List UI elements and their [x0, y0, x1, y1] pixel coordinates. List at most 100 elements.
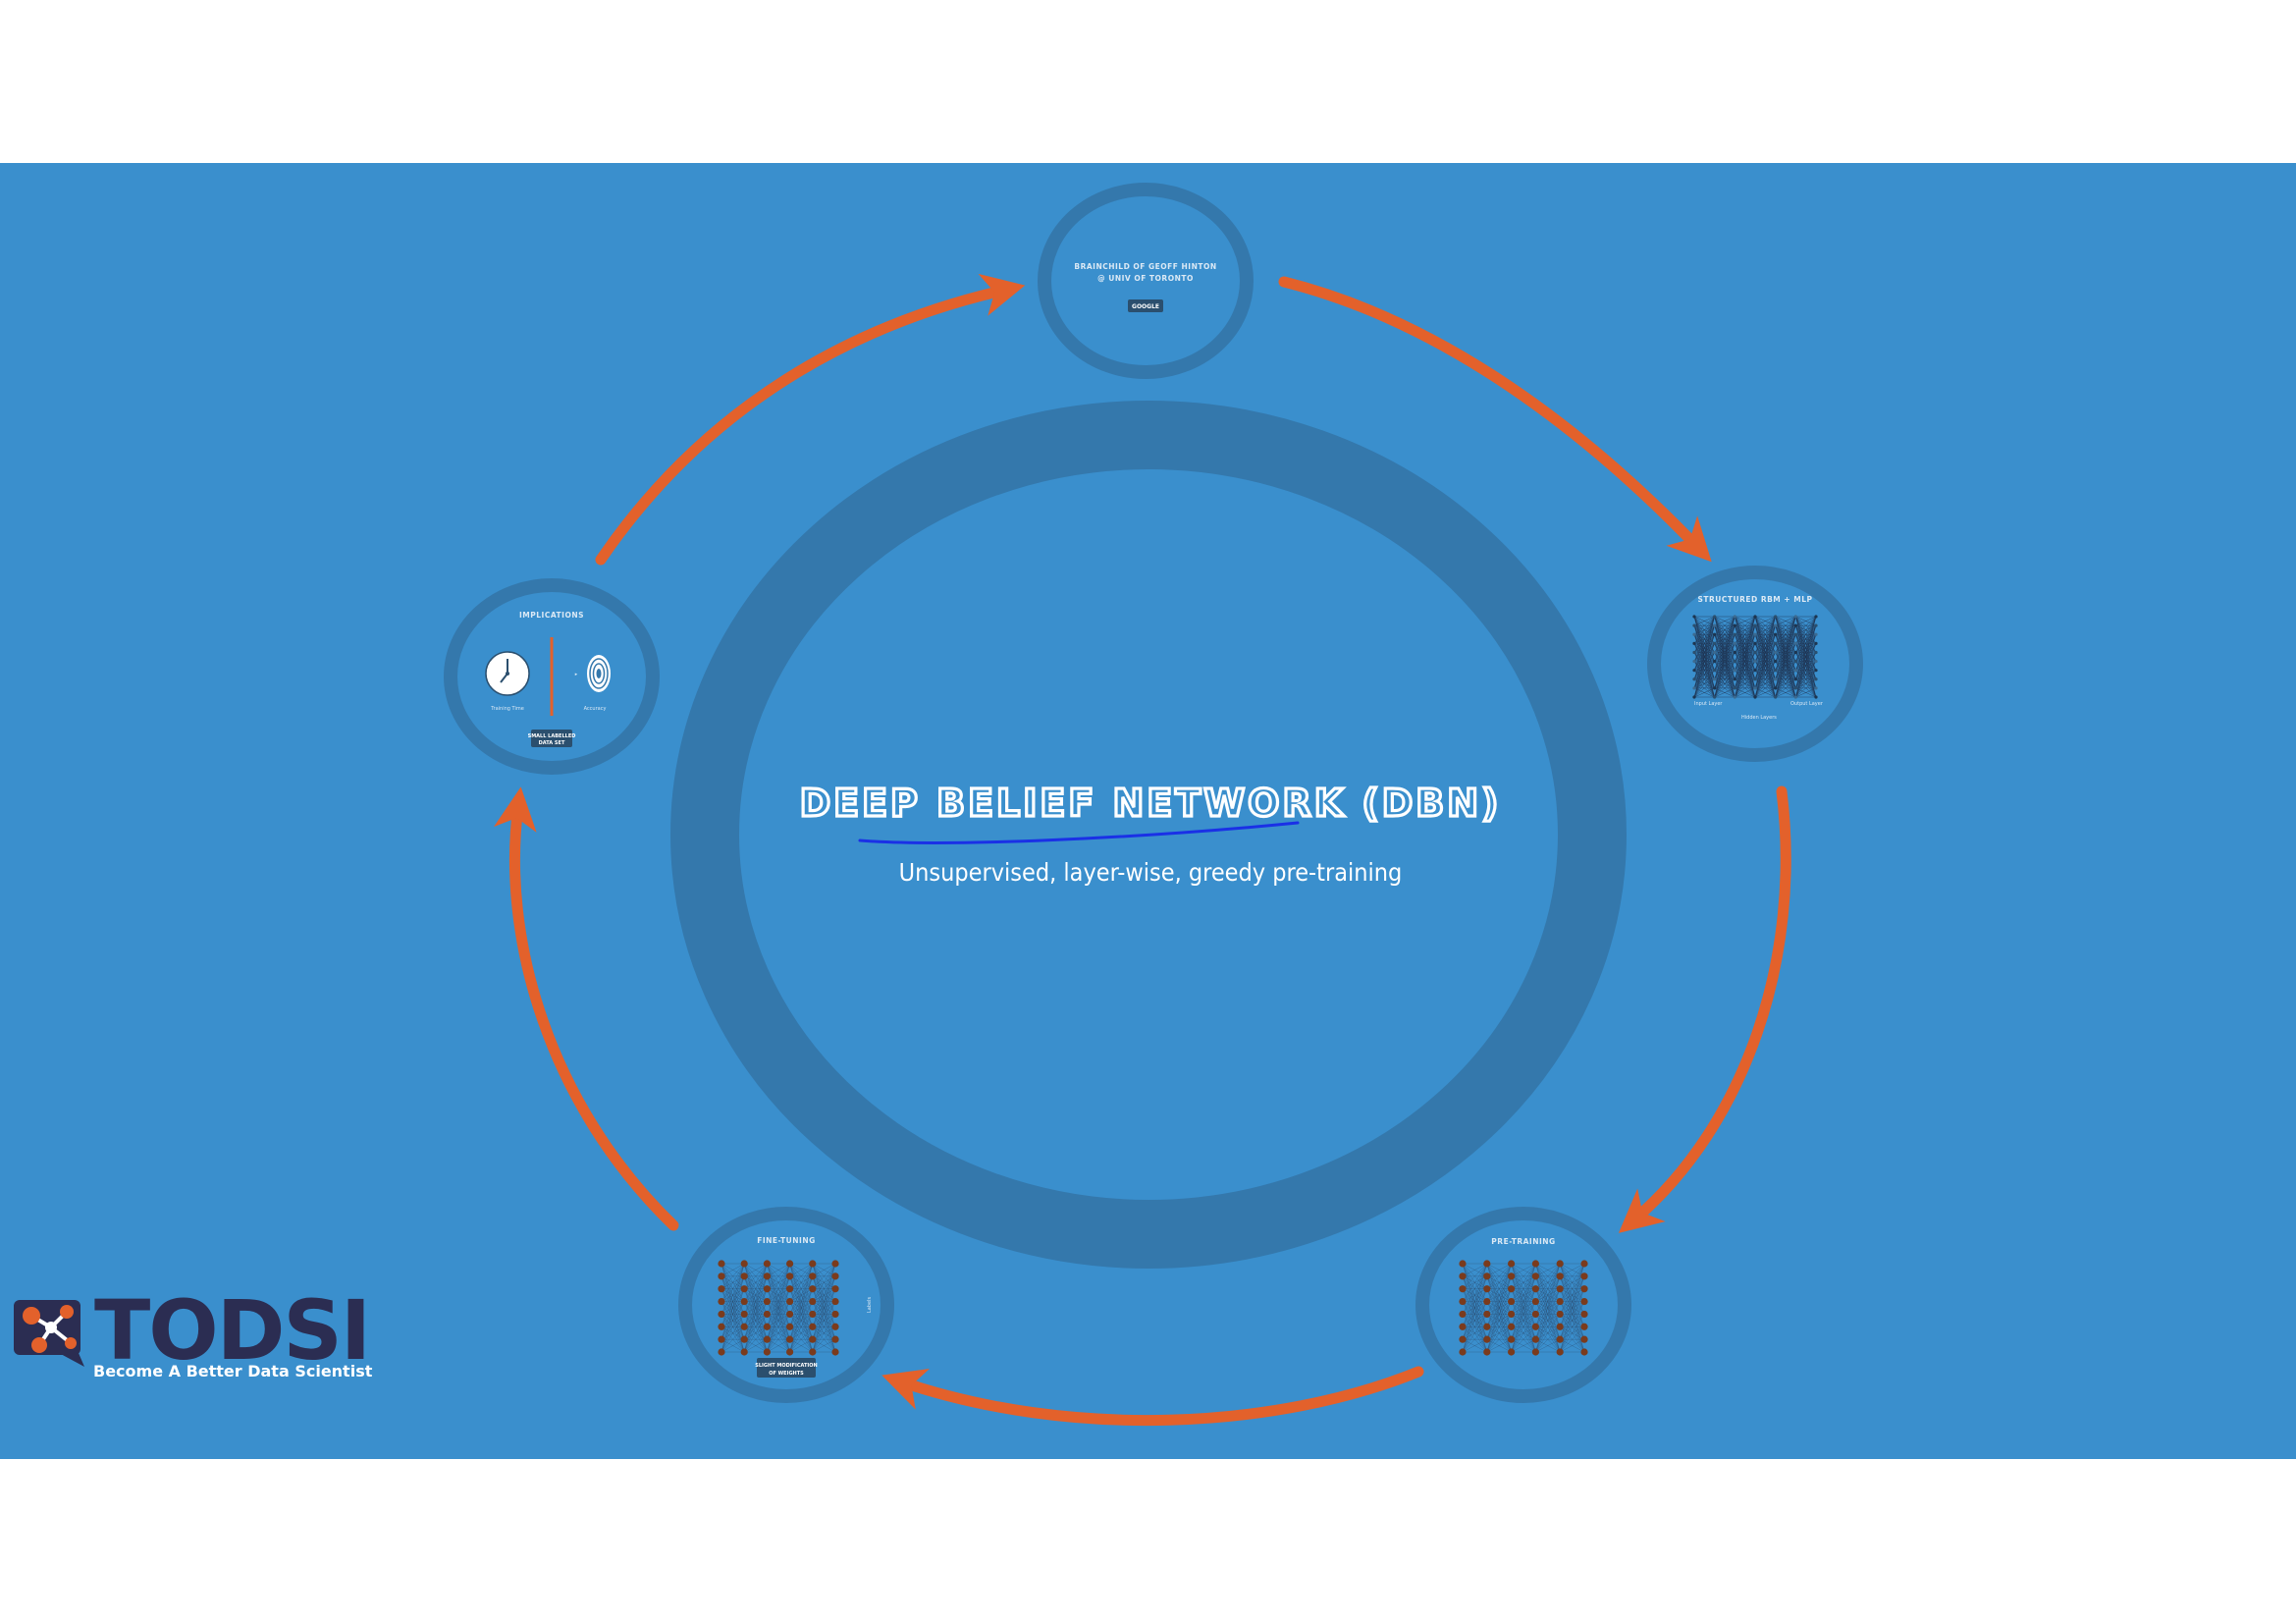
node-bottom-left-chip-line2: OF WEIGHTS [769, 1371, 804, 1377]
cycle-arrows [494, 273, 1791, 1427]
network-node [1793, 623, 1797, 627]
network-node [1713, 695, 1717, 699]
target-icon [587, 655, 611, 692]
network-node [718, 1297, 725, 1306]
network-node [809, 1260, 817, 1268]
network-node [1459, 1335, 1467, 1343]
network-node [718, 1272, 725, 1280]
network-node [1753, 615, 1757, 619]
network-node [1733, 695, 1736, 699]
main-title: DEEP BELIEF NETWORK (DBN) [800, 782, 1502, 825]
network-node [809, 1272, 817, 1280]
network-node [1814, 615, 1818, 619]
node-right[interactable]: STRUCTURED RBM + MLP Input Layer Hidden … [1647, 566, 1863, 762]
node-bottom-left-title: FINE-TUNING [757, 1236, 816, 1245]
network-node [1753, 650, 1757, 655]
network-node [1814, 650, 1818, 655]
network-node [740, 1310, 748, 1319]
network-node [1580, 1335, 1588, 1343]
network-node [1508, 1310, 1516, 1319]
cycle-diagram: DEEP BELIEF NETWORK (DBN) Unsupervised, … [0, 163, 2296, 1459]
node-bottom-right-title: PRE-TRAINING [1491, 1237, 1555, 1246]
rbm-network-graphic [1692, 615, 1818, 699]
arrow-left-to-top [595, 273, 1026, 566]
node-top-chip-label: GOOGLE [1132, 303, 1159, 310]
network-node [763, 1335, 771, 1343]
node-left-chip-line1: SMALL LABELLED [528, 733, 576, 739]
network-node [1793, 695, 1797, 699]
node-bottom-left[interactable]: FINE-TUNING Labels SLIGHT MODIFICATION O… [678, 1207, 894, 1403]
network-node [831, 1348, 839, 1356]
node-left-title: IMPLICATIONS [519, 611, 584, 620]
node-bottom-right-ring [1415, 1207, 1631, 1403]
network-node [1556, 1335, 1564, 1343]
node-left[interactable]: IMPLICATIONS Training Time ▸ Accuracy SM… [444, 578, 660, 775]
network-node [1556, 1348, 1564, 1356]
network-node [1733, 615, 1736, 619]
network-node [1814, 623, 1818, 627]
network-node [1692, 686, 1696, 690]
network-node [831, 1272, 839, 1280]
network-node [1459, 1310, 1467, 1319]
network-node [1793, 659, 1797, 664]
arrow-right-to-bottom-right [1618, 785, 1791, 1233]
node-top-title-line1: BRAINCHILD OF GEOFF HINTON [1074, 262, 1216, 271]
network-node [1793, 632, 1797, 636]
network-node [786, 1272, 794, 1280]
network-node [1580, 1323, 1588, 1330]
network-node [1580, 1348, 1588, 1356]
network-node [1531, 1272, 1539, 1280]
network-node [1692, 669, 1696, 673]
network-node [786, 1285, 794, 1293]
network-node [1531, 1260, 1539, 1268]
network-node [1713, 615, 1717, 619]
arrow-glyph-icon: ▸ [575, 672, 578, 677]
network-node [1580, 1260, 1588, 1268]
center-ring [670, 401, 1627, 1269]
network-node [1531, 1297, 1539, 1306]
network-node [1508, 1323, 1516, 1330]
network-node [1793, 641, 1797, 645]
network-node [786, 1335, 794, 1343]
title-underline [858, 821, 1300, 844]
network-node [1692, 659, 1696, 664]
network-node [1483, 1348, 1491, 1356]
node-left-label-clock: Training Time [490, 706, 524, 712]
network-node [1713, 641, 1717, 645]
network-node [809, 1335, 817, 1343]
node-top-title-line2: @ UNIV OF TORONTO [1097, 274, 1194, 283]
network-node [718, 1323, 725, 1330]
network-node [1774, 659, 1778, 664]
center-text: DEEP BELIEF NETWORK (DBN) Unsupervised, … [798, 780, 1502, 887]
network-node [1814, 641, 1818, 645]
network-node [1814, 677, 1818, 681]
network-node [1814, 686, 1818, 690]
logo-wordmark: TODSI [94, 1282, 369, 1379]
network-node [1814, 632, 1818, 636]
network-nodes-icon [14, 1300, 84, 1367]
node-top[interactable]: BRAINCHILD OF GEOFF HINTON @ UNIV OF TOR… [1038, 183, 1254, 379]
network-node [1733, 686, 1736, 690]
network-node [1793, 686, 1797, 690]
network-node [1459, 1260, 1467, 1268]
network-node [1531, 1348, 1539, 1356]
network-node [1793, 650, 1797, 655]
network-node [718, 1335, 725, 1343]
network-node [763, 1272, 771, 1280]
network-node [740, 1285, 748, 1293]
network-node [1508, 1260, 1516, 1268]
node-bottom-right[interactable]: PRE-TRAINING [1415, 1207, 1631, 1403]
network-node [1793, 677, 1797, 681]
network-node [763, 1310, 771, 1319]
network-node [1733, 669, 1736, 673]
network-node [1556, 1310, 1564, 1319]
network-node [1531, 1323, 1539, 1330]
network-node [740, 1348, 748, 1356]
network-node [1753, 677, 1757, 681]
node-left-chip [531, 730, 572, 747]
arrow-bottom-left-to-left [494, 786, 679, 1231]
network-node [831, 1323, 839, 1330]
network-node [1508, 1335, 1516, 1343]
todsi-logo[interactable]: TODSI Become A Better Data Scientist [14, 1282, 373, 1380]
network-node [1713, 686, 1717, 690]
